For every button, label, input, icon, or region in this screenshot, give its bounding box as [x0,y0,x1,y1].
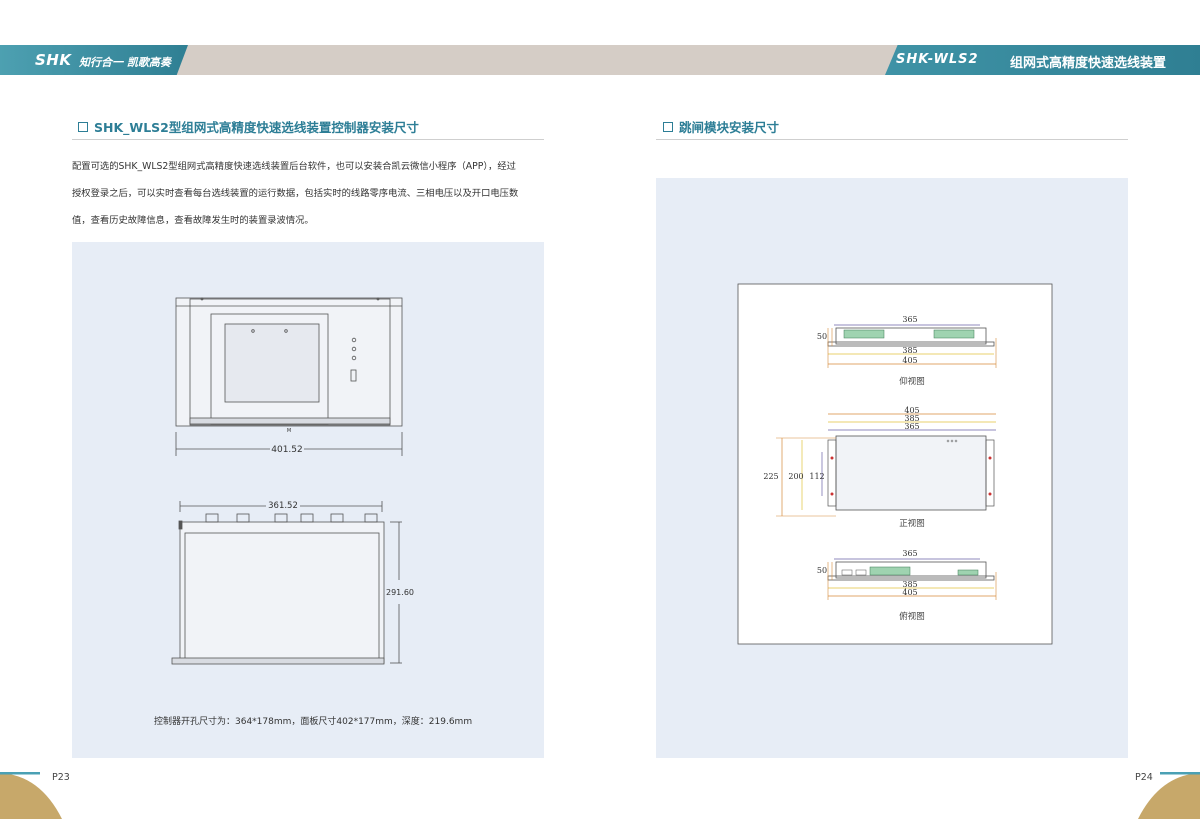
front-dim-200: 200 [788,472,803,481]
front-view [776,413,996,517]
body-line: 授权登录之后，可以实时查看每台选线装置的运行数据，包括实时的线路零序电流、三相电… [72,188,519,199]
trip-module-drawing-panel: 365 50 385 405 仰视图 405 385 365 [656,178,1128,758]
bottom-view [827,324,997,368]
bottom-dim-365: 365 [902,315,917,324]
brand-logo: SHK [35,51,72,69]
front-dim-365: 365 [904,422,919,431]
top-depth-dimension: 291.60 [386,588,414,597]
right-section-title: 跳闸模块安装尺寸 [663,117,779,136]
page-number-left: P23 [52,772,70,783]
header-right-ribbon [885,45,1200,75]
top-dim-50: 50 [817,566,827,575]
left-body-text: 配置可选的SHK_WLS2型组网式高精度快速选线装置后台软件，也可以安装合凯云微… [72,153,552,234]
corner-decoration-left [0,772,62,819]
controller-front-view [175,297,403,456]
corner-decoration-right [1138,772,1200,819]
product-title: 组网式高精度快速选线装置 [1010,56,1167,71]
right-section-divider [656,139,1128,140]
body-line: 值，查看历史故障信息，查看故障发生时的装置录波情况。 [72,215,314,226]
controller-dimension-drawing: M 401.52 361.52 291.60 [171,297,414,665]
square-bullet-icon [663,121,673,132]
front-view-label: 正视图 [899,518,925,529]
top-dim-385: 385 [902,580,917,589]
top-view [827,558,997,600]
left-section-title-text: SHK_WLS2型组网式高精度快速选线装置控制器安装尺寸 [94,120,419,135]
trip-module-dimension-drawing: 365 50 385 405 仰视图 405 385 365 [737,283,1053,645]
top-dim-365: 365 [902,549,917,558]
controller-dimension-caption: 控制器开孔尺寸为：364*178mm，面板尺寸402*177mm，深度：219.… [154,717,473,727]
brand-slogan: 知行合一 凯歌高奏 [79,56,171,69]
header-left-ribbon [0,45,188,75]
front-dim-225: 225 [763,472,778,481]
front-dim-385: 385 [904,414,919,423]
front-mark-label: M [287,428,291,434]
left-section-title: SHK_WLS2型组网式高精度快速选线装置控制器安装尺寸 [78,117,419,136]
front-dim-112: 112 [809,472,824,481]
body-line: 配置可选的SHK_WLS2型组网式高精度快速选线装置后台软件，也可以安装合凯云微… [72,161,516,172]
square-bullet-icon [78,121,88,132]
bottom-dim-50: 50 [817,332,827,341]
front-dim-405: 405 [904,406,919,415]
product-model: SHK-WLS2 [896,52,979,67]
front-width-dimension: 401.52 [271,445,303,455]
page-number-right: P24 [1135,772,1153,783]
bottom-view-label: 仰视图 [899,376,925,387]
bottom-dim-405: 405 [902,356,917,365]
right-section-title-text: 跳闸模块安装尺寸 [679,120,780,135]
controller-drawing-panel: M 401.52 361.52 291.60 控制器开孔尺寸为：364*178m… [72,242,544,758]
bottom-dim-385: 385 [902,346,917,355]
controller-top-view [171,501,402,665]
top-width-dimension: 361.52 [268,501,298,511]
top-view-label: 俯视图 [899,611,925,622]
left-section-divider [72,139,544,140]
top-dim-405: 405 [902,588,917,597]
